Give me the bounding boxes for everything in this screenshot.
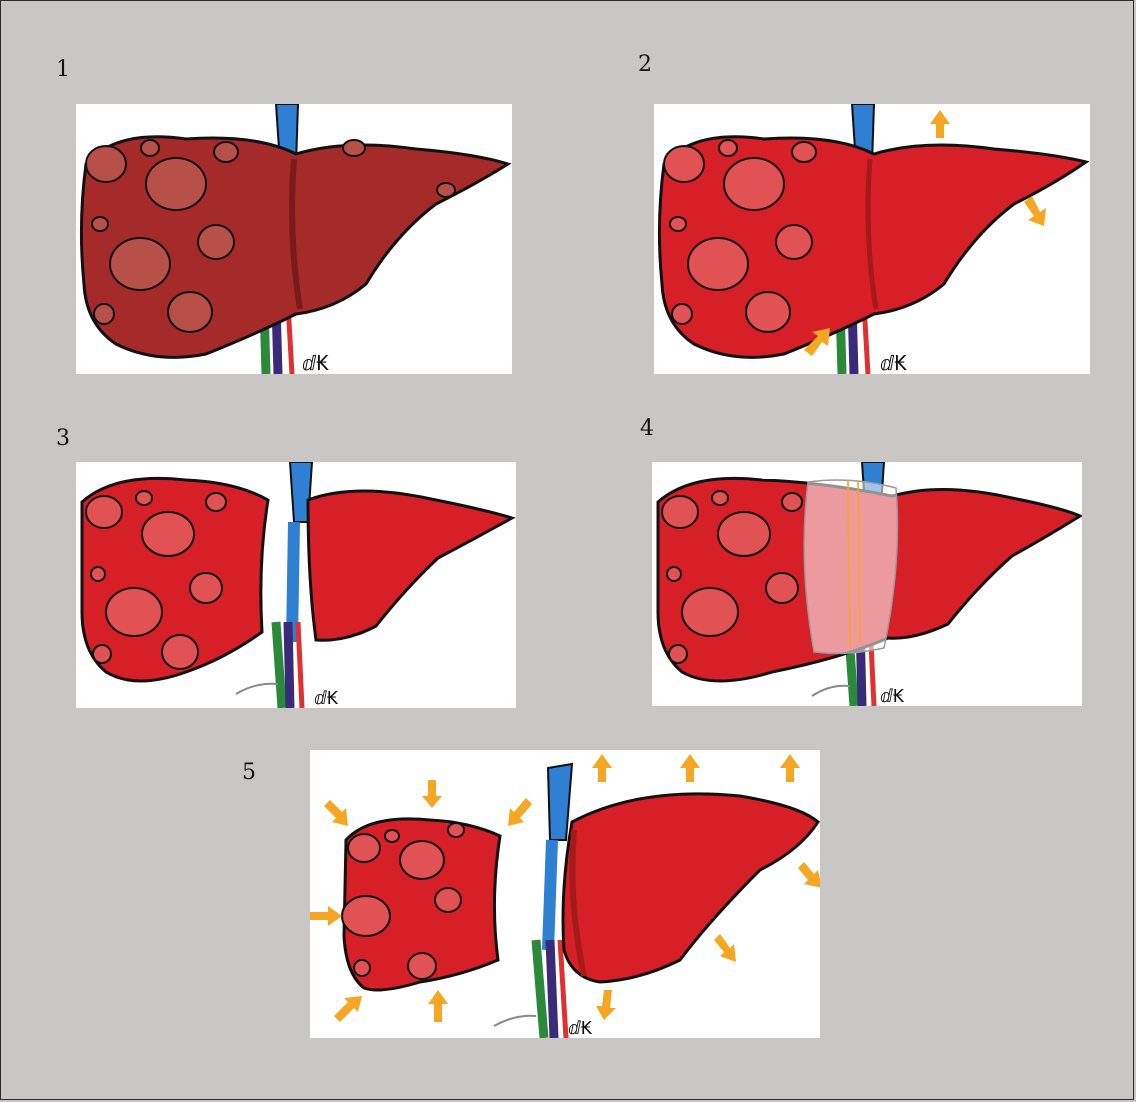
right-lobe-hypertrophy (563, 794, 818, 982)
step-number-1: 1 (56, 57, 70, 82)
artist-signature: ⅆ₭ (302, 351, 329, 374)
panel-step-2: ⅆ₭ (654, 104, 1090, 374)
step-number-4: 4 (640, 416, 654, 441)
step-number-3: 3 (56, 426, 70, 451)
step-number-2: 2 (638, 52, 652, 77)
panel-step-3: ⅆ₭ (76, 462, 516, 708)
artist-signature: ⅆ₭ (314, 688, 339, 708)
liver-illustration-5: ⅆ₭ (310, 750, 820, 1038)
panel-step-4: ⅆ₭ (652, 462, 1082, 706)
artist-signature: ⅆ₭ (568, 1018, 593, 1038)
artist-signature: ⅆ₭ (880, 351, 907, 374)
liver-illustration-3: ⅆ₭ (76, 462, 516, 708)
panel-step-5: ⅆ₭ (310, 750, 820, 1038)
panel-step-1: ⅆ₭ (76, 104, 512, 374)
liver-illustration-4: ⅆ₭ (652, 462, 1082, 706)
artist-signature: ⅆ₭ (880, 686, 905, 706)
partition-membrane (804, 480, 897, 653)
liver-illustration-1: ⅆ₭ (76, 104, 512, 374)
liver-illustration-2: ⅆ₭ (654, 104, 1090, 374)
step-number-5: 5 (242, 760, 256, 785)
